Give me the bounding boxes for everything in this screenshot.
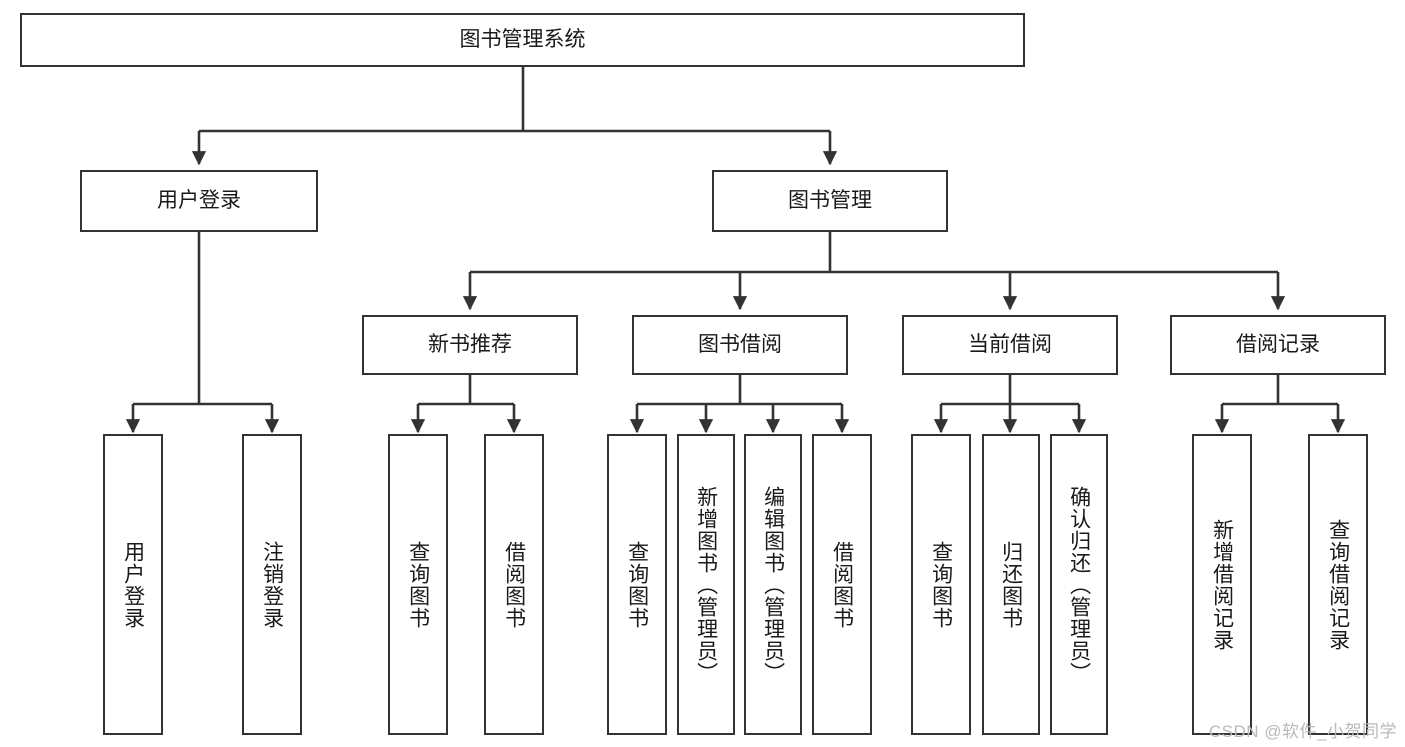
node-leaf-add-book-admin[interactable]: 新增图书（管理员）	[677, 434, 735, 735]
node-leaf-borrow-book[interactable]: 借阅图书	[812, 434, 872, 735]
node-label: 图书管理	[788, 188, 872, 212]
watermark: CSDN @软件_小贺同学	[1208, 722, 1397, 741]
node-root-book-management-system[interactable]: 图书管理系统	[20, 13, 1025, 67]
node-label: 图书借阅	[698, 332, 782, 356]
node-borrow-record[interactable]: 借阅记录	[1170, 315, 1386, 375]
node-label: 确认归还（管理员）	[1067, 485, 1091, 684]
node-leaf-confirm-return-admin[interactable]: 确认归还（管理员）	[1050, 434, 1108, 735]
node-new-book-recommend[interactable]: 新书推荐	[362, 315, 578, 375]
node-label: 查询借阅记录	[1326, 518, 1350, 651]
node-label: 查询图书	[406, 540, 430, 629]
node-leaf-borrow-book-new[interactable]: 借阅图书	[484, 434, 544, 735]
node-leaf-query-book-current[interactable]: 查询图书	[911, 434, 971, 735]
node-label: 图书管理系统	[459, 27, 586, 51]
node-label: 新增借阅记录	[1210, 518, 1234, 651]
node-label: 查询图书	[929, 540, 953, 629]
node-leaf-add-borrow-record[interactable]: 新增借阅记录	[1192, 434, 1252, 735]
node-leaf-user-login[interactable]: 用户登录	[103, 434, 163, 735]
node-label: 当前借阅	[968, 332, 1052, 356]
node-label: 借阅记录	[1236, 332, 1320, 356]
node-book-borrow[interactable]: 图书借阅	[632, 315, 848, 375]
node-label: 用户登录	[121, 540, 145, 629]
node-label: 查询图书	[625, 540, 649, 629]
node-label: 新增图书（管理员）	[694, 485, 718, 684]
node-leaf-return-book[interactable]: 归还图书	[982, 434, 1040, 735]
node-label: 注销登录	[260, 540, 284, 629]
node-leaf-logout[interactable]: 注销登录	[242, 434, 302, 735]
node-label: 编辑图书（管理员）	[761, 485, 785, 684]
node-leaf-query-book-new[interactable]: 查询图书	[388, 434, 448, 735]
node-label: 新书推荐	[428, 332, 512, 356]
node-label: 用户登录	[157, 188, 241, 212]
node-leaf-query-borrow-record[interactable]: 查询借阅记录	[1308, 434, 1368, 735]
node-leaf-edit-book-admin[interactable]: 编辑图书（管理员）	[744, 434, 802, 735]
node-book-management[interactable]: 图书管理	[712, 170, 948, 232]
node-label: 归还图书	[999, 540, 1023, 629]
node-label: 借阅图书	[502, 540, 526, 629]
node-leaf-query-book-borrow[interactable]: 查询图书	[607, 434, 667, 735]
node-label: 借阅图书	[830, 540, 854, 629]
node-user-login[interactable]: 用户登录	[80, 170, 318, 232]
node-current-borrow[interactable]: 当前借阅	[902, 315, 1118, 375]
